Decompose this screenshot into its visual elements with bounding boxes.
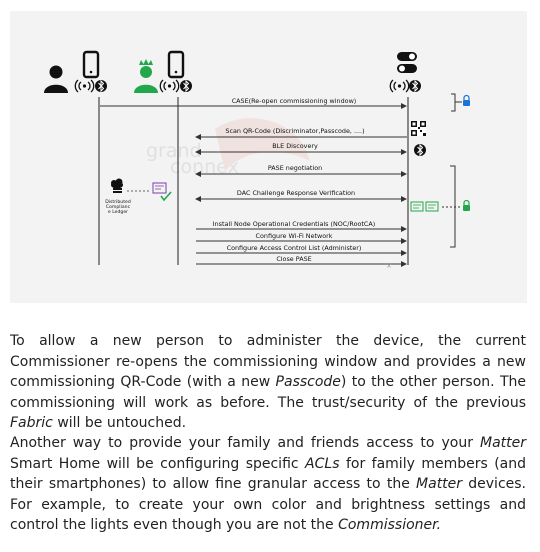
italic-term: Matter [416,476,463,492]
watermark-logo [215,118,310,171]
message-label: Scan QR-Code (Discriminator,Passcode, ..… [225,127,364,135]
ledger-cloud-icon [111,178,123,193]
message-case: CASE(Re-open commissioning window) [100,97,407,109]
message-dac-verification: DAC Challenge Response Verification [195,189,407,202]
commissioner-wireless-icon [74,79,95,93]
italic-term: Fabric [10,415,53,431]
text-run: Another way to provide your family and f… [10,435,480,451]
message-label: Configure Access Control List (Administe… [227,244,362,252]
text-run: Smart Home will be configuring specific [10,455,306,472]
message-label: DAC Challenge Response Verification [237,189,355,197]
text-run: for family members (and their smartphone… [10,455,527,493]
qr-code-icon [411,121,426,136]
new-admin-bluetooth-icon [180,79,192,93]
italic-term: Commissioner. [338,517,442,533]
device-bluetooth-icon [409,79,421,93]
text-run: devices. For example, to create your own… [10,476,526,533]
message-label: Close PASE [276,255,311,263]
commissioning-sequence-diagram: grand connex [10,11,527,303]
message-close-pase: Close PASE × [196,255,407,270]
new-admin-phone-icon [167,50,185,79]
message-label: Install Node Operational Credentials (NO… [213,220,375,228]
text-run: To allow a new person to administer the … [10,333,526,390]
message-pase-negotiation: PASE negotiation [195,164,407,177]
new-admin-person-icon [134,59,158,93]
lock-icon-case [463,94,470,106]
pase-secure-bracket [442,165,462,248]
text-run: will be untouched. [52,415,187,431]
paragraph-reopen-commissioning: To allow a new person to administer the … [10,331,526,434]
watermark-line-1: grand [146,140,202,162]
text-run: ) to the other person. The commissioning… [10,374,526,411]
ledger-label-line-2: Complianc [106,204,131,210]
commissioner-person-icon [44,65,68,93]
message-label: Configure Wi-Fi Network [256,232,333,240]
message-ble-discovery: BLE Discovery [195,142,407,155]
certificate-icons [410,201,439,212]
message-configure-wifi: Configure Wi-Fi Network [196,232,407,244]
ledger-label-line-1: Distributed [105,199,131,205]
device-ble-icon [414,143,426,157]
device-wireless-icon [389,79,410,93]
message-scan-qr: Scan QR-Code (Discriminator,Passcode, ..… [195,127,407,140]
commissioner-phone-icon [82,50,100,79]
italic-term: ACLs [305,455,340,472]
close-cross-icon: × [386,262,392,270]
message-install-noc: Install Node Operational Credentials (NO… [196,220,407,232]
message-label: BLE Discovery [272,142,318,150]
certificate-check-icon [152,182,172,202]
message-label: CASE(Re-open commissioning window) [232,97,357,105]
ledger-label-line-3: e Ledger [108,209,128,215]
case-secure-bracket [451,93,462,112]
paragraph-acl-access: Another way to provide your family and f… [10,433,526,536]
device-toggle-icon [397,52,417,73]
italic-term: Matter [479,435,526,451]
italic-term: Passcode [275,374,341,390]
lock-icon-pase [463,199,470,211]
message-label: PASE negotiation [268,164,322,172]
message-configure-acl: Configure Access Control List (Administe… [196,244,407,256]
commissioner-bluetooth-icon [95,79,107,93]
new-admin-wireless-icon [159,79,180,93]
